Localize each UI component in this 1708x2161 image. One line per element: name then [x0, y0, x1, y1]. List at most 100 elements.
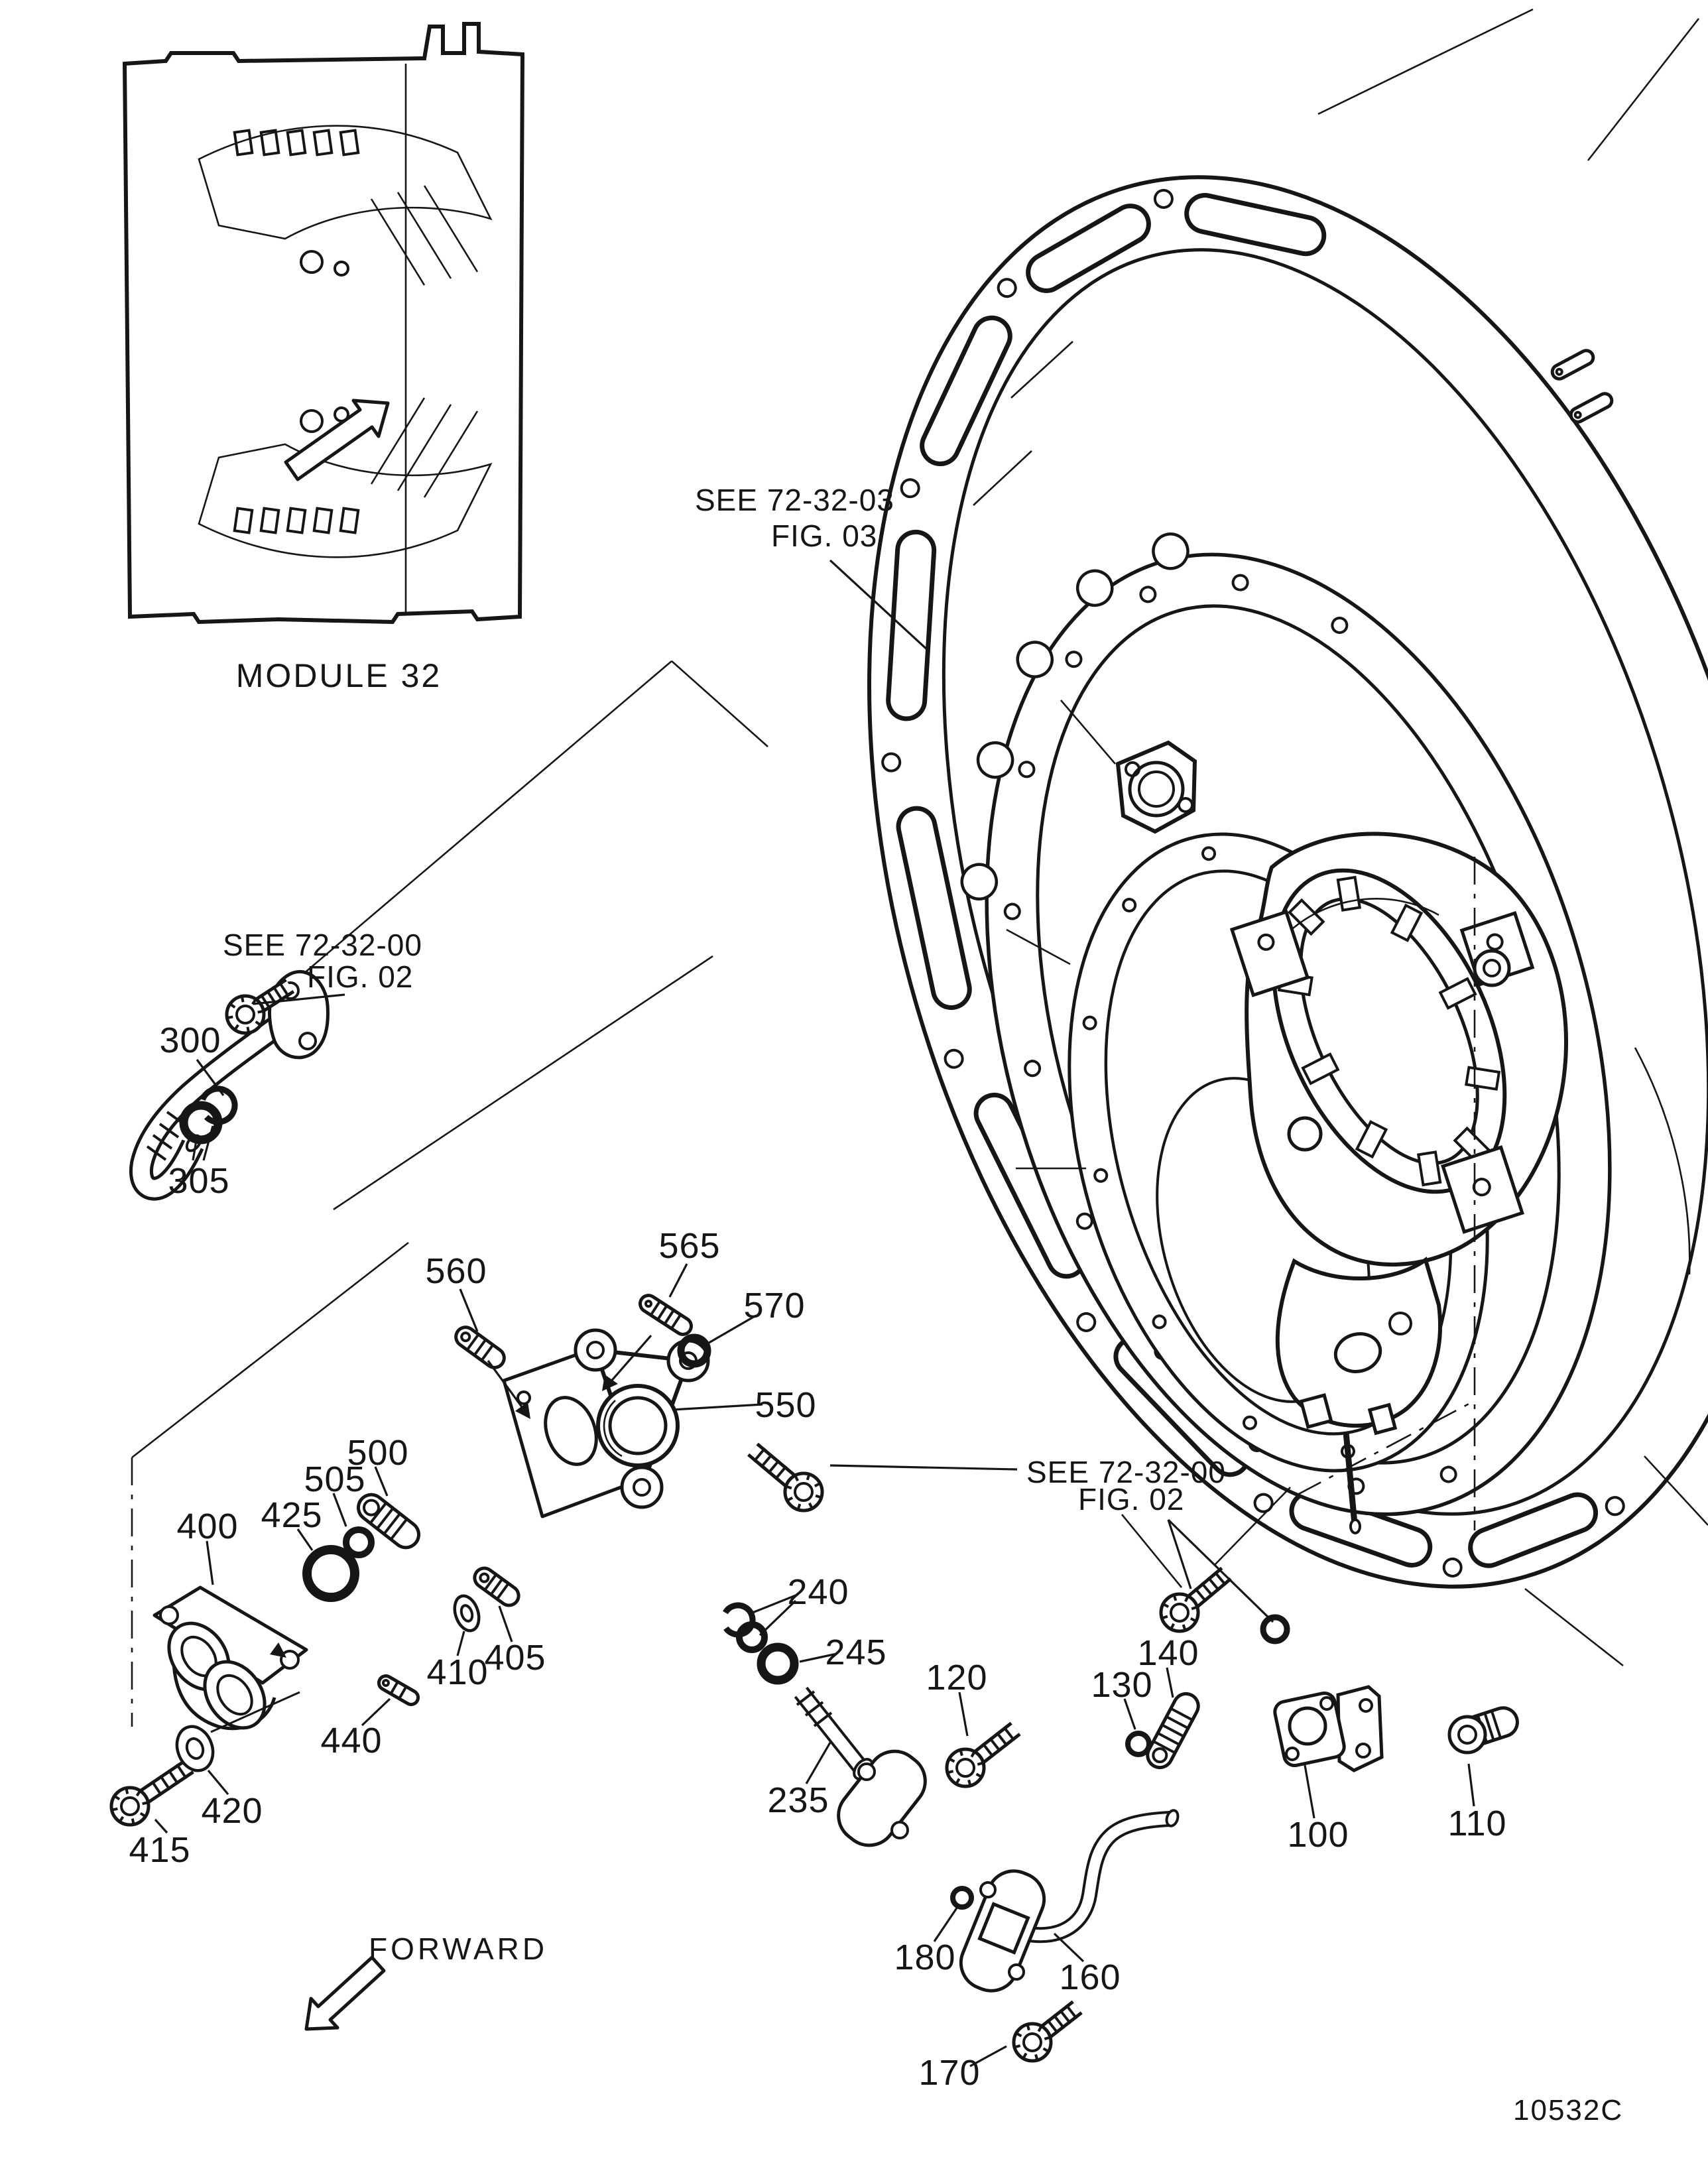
inset-blade [233, 507, 254, 534]
case-bolt-hole [1018, 761, 1036, 778]
flange-bolt-hole [1442, 1557, 1463, 1577]
callout-160: 160 [1059, 1957, 1121, 1997]
inset-frame [122, 22, 525, 625]
case-castellation [960, 863, 999, 900]
ring-tooth [1465, 1066, 1501, 1091]
inset-blade [233, 129, 254, 156]
leader-440 [361, 1698, 391, 1727]
leader-560 [459, 1288, 479, 1332]
callout-405: 405 [484, 1638, 546, 1678]
case-castellation [1016, 641, 1054, 678]
bolt-right-cluster [1159, 1592, 1200, 1633]
case-bolt-hole [1075, 1212, 1093, 1230]
callout-240: 240 [787, 1572, 849, 1612]
projection-line [131, 1241, 409, 1459]
case-mount-flange [1115, 740, 1197, 834]
inset-blade [339, 507, 360, 534]
projection-lines [131, 660, 1476, 1727]
flange-bolt-hole [900, 478, 920, 499]
case-bolt-hole [1024, 1060, 1042, 1078]
inset-blade [312, 507, 334, 534]
leader-ref-00-left [253, 993, 345, 1005]
forward-arrow [304, 1955, 386, 2031]
hub-bolt-hole [1243, 1415, 1258, 1430]
engine-case-rings [867, 175, 1708, 1589]
part-callouts: 3003055605655705505005054254004104054404… [129, 1020, 1506, 2093]
ring-tooth [1301, 1052, 1340, 1085]
ring-tooth [1416, 1150, 1442, 1187]
leader-ref-00-right-c [1167, 1518, 1274, 1623]
actuator-lower-housing [1275, 1257, 1442, 1428]
projection-line [1214, 1487, 1291, 1566]
leader-565 [668, 1263, 688, 1298]
leader-ref-00-right-b [1167, 1519, 1192, 1589]
leader-570 [705, 1314, 757, 1346]
inset-blade [339, 129, 360, 156]
leader-405 [498, 1605, 513, 1642]
case-bolt-hole [1139, 586, 1157, 603]
flange-bolt-hole [1605, 1496, 1625, 1516]
leader-110 [1467, 1763, 1475, 1807]
part-235-tube [794, 1686, 927, 1847]
oring-right-cluster [1260, 1614, 1290, 1644]
leader-140 [1166, 1667, 1174, 1698]
part-550-bracket [502, 1328, 710, 1518]
inset-blade [286, 507, 307, 534]
projection-line-dashed [1296, 1399, 1476, 1497]
leader-505 [332, 1493, 347, 1527]
forward-label: FORWARD [369, 1932, 548, 1966]
case-castellation [1152, 532, 1190, 570]
callout-560: 560 [425, 1251, 487, 1291]
ring-tooth [1390, 903, 1424, 942]
callout-565: 565 [658, 1226, 720, 1266]
reference-72-32-03: SEE 72-32-03 FIG. 03 [695, 483, 904, 553]
flange-bolt-hole [1076, 1312, 1097, 1332]
leader-120 [958, 1692, 969, 1737]
part-100-flange [1273, 1685, 1384, 1772]
leader-ref-03 [829, 559, 931, 653]
callout-505: 505 [304, 1459, 365, 1499]
part-170-bolt [1012, 2022, 1053, 2063]
flange-bolt-hole [997, 278, 1017, 298]
inset-blade [259, 507, 280, 534]
projection-line [671, 660, 768, 747]
callout-500: 500 [347, 1433, 408, 1473]
leader-ref-00-right-a [829, 1464, 1018, 1471]
callout-440: 440 [320, 1721, 382, 1760]
ring-tooth [1355, 1120, 1388, 1159]
projection-line [333, 955, 713, 1211]
callout-180: 180 [894, 1938, 955, 1977]
part-420-washer [175, 1725, 215, 1772]
part-410-washer [453, 1594, 481, 1633]
flange-bolt-hole [1153, 188, 1174, 209]
callout-425: 425 [261, 1495, 322, 1535]
part-110-face [1447, 1715, 1487, 1755]
leader-550 [672, 1403, 763, 1411]
callout-570: 570 [743, 1286, 805, 1326]
case-bolt-hole [1003, 902, 1021, 920]
leader-160 [1053, 1932, 1085, 1963]
part-425-oring [302, 1545, 359, 1602]
callout-leaders [154, 559, 1475, 2068]
exploded-parts [109, 349, 1614, 2063]
part-160-tube [959, 1809, 1180, 1993]
callout-420: 420 [201, 1791, 263, 1831]
hub-bolt-hole [1082, 1015, 1097, 1030]
part-245-oring [757, 1642, 799, 1685]
leader-305b [202, 1125, 214, 1161]
inset-blade [312, 129, 334, 156]
install-arrowhead [270, 1642, 286, 1658]
inset-blade [286, 129, 307, 156]
part-180-oring [950, 1886, 974, 1910]
flange-bolt-hole [881, 752, 902, 772]
ring-tooth [1336, 875, 1362, 912]
module-32-inset [122, 22, 525, 625]
callout-235: 235 [767, 1780, 829, 1820]
callout-245: 245 [825, 1633, 886, 1672]
leader-170 [969, 2045, 1007, 2068]
hub-bolt-hole [1152, 1314, 1167, 1329]
case-spokes [973, 8, 1708, 1667]
case-castellation [976, 741, 1014, 779]
leader-180 [933, 1906, 959, 1942]
